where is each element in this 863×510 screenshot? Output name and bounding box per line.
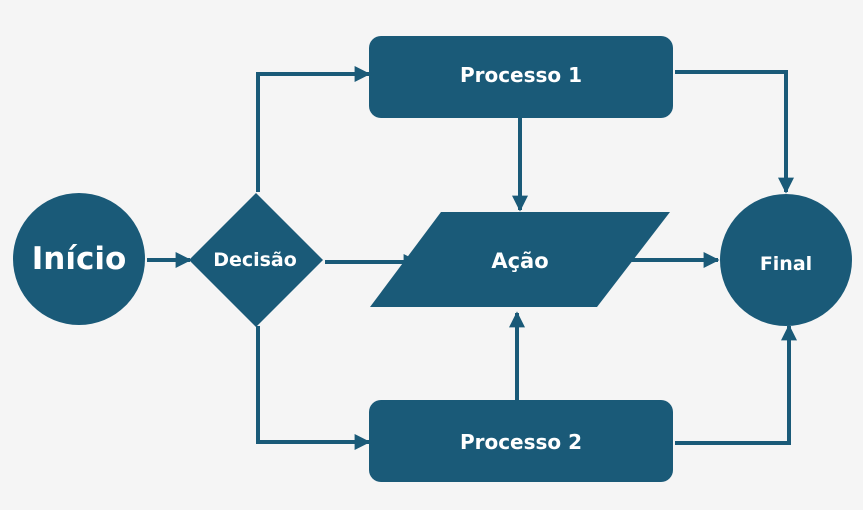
edge-decision-to-process2: [256, 326, 371, 450]
decision-label: Decisão: [213, 249, 297, 271]
edge-process2-to-end: [675, 324, 797, 445]
decision-diamond: [189, 193, 323, 327]
node-process2: Processo 2: [369, 400, 673, 482]
edges: [147, 66, 797, 450]
action-parallelogram: [370, 212, 670, 307]
node-decision: Decisão: [189, 193, 323, 327]
action-label: Ação: [491, 249, 548, 273]
process2-box: [369, 400, 673, 482]
node-process1: Processo 1: [369, 36, 673, 118]
node-end: Final: [720, 194, 852, 326]
process2-label: Processo 2: [460, 430, 582, 454]
process1-box: [369, 36, 673, 118]
edge-process1-to-end: [675, 70, 794, 194]
start-label: Início: [32, 241, 127, 277]
node-action: Ação: [370, 212, 670, 307]
process1-label: Processo 1: [460, 63, 582, 87]
start-circle: [13, 193, 145, 325]
end-label: Final: [760, 253, 812, 275]
edge-decision-to-process1: [256, 66, 371, 192]
end-circle: [720, 194, 852, 326]
node-start: Início: [13, 193, 145, 325]
